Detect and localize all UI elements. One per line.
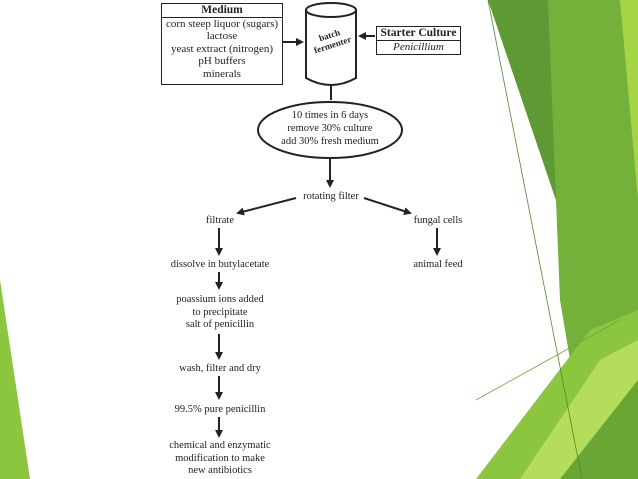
- starter-title: Starter Culture: [377, 27, 460, 41]
- animal-feed-label: animal feed: [413, 259, 463, 270]
- medium-line-5: minerals: [203, 67, 241, 80]
- potassium-line-3: salt of penicillin: [185, 319, 255, 330]
- arrow-filter-to-filtrate: [236, 197, 297, 216]
- medium-line-3: yeast extract (nitrogen): [170, 42, 273, 55]
- medium-line-2: lactose: [206, 30, 238, 42]
- medium-title: Medium: [162, 4, 282, 18]
- right-light-green-panel: [620, 0, 638, 200]
- wash-step: wash, filter and dry: [179, 363, 261, 374]
- modification-step: chemical and enzymatic modification to m…: [155, 440, 285, 478]
- oval-line-3: add 30% fresh medium: [281, 136, 379, 147]
- oval-line-1: 10 times in 6 days: [291, 110, 369, 121]
- potassium-line-1: poassium ions added: [176, 294, 264, 305]
- medium-line-4: pH buffers: [198, 55, 246, 67]
- right-bottom-dark-panel: [560, 380, 638, 479]
- rotating-filter-label: rotating filter: [303, 191, 359, 202]
- modification-line-1: chemical and enzymatic: [169, 440, 271, 451]
- potassium-step: poassium ions added to precipitate salt …: [160, 294, 280, 332]
- modification-line-3: new antibiotics: [188, 465, 252, 476]
- cycle-oval-text: 10 times in 6 days remove 30% culture ad…: [262, 109, 398, 148]
- arrow-filter-to-fungal: [363, 197, 412, 215]
- oval-line-2: remove 30% culture: [287, 123, 373, 134]
- left-green-triangle: [0, 280, 30, 479]
- starter-organism: Penicillium: [393, 40, 444, 53]
- medium-line-1: corn steep liquor (sugars): [165, 17, 279, 30]
- fungal-cells-label: fungal cells: [413, 215, 463, 226]
- pure-penicillin-step: 99.5% pure penicillin: [174, 404, 266, 415]
- filtrate-label: filtrate: [206, 215, 234, 226]
- dissolve-step: dissolve in butylacetate: [170, 259, 270, 270]
- starter-culture-box: Starter Culture Penicillium: [376, 26, 461, 55]
- modification-line-2: modification to make: [175, 452, 265, 464]
- decor-line-1: [487, 0, 583, 479]
- batch-fermenter: [305, 2, 357, 86]
- decor-line-2: [475, 319, 621, 401]
- potassium-line-2: to precipitate: [192, 306, 248, 318]
- medium-box: Medium corn steep liquor (sugars) lactos…: [161, 3, 283, 85]
